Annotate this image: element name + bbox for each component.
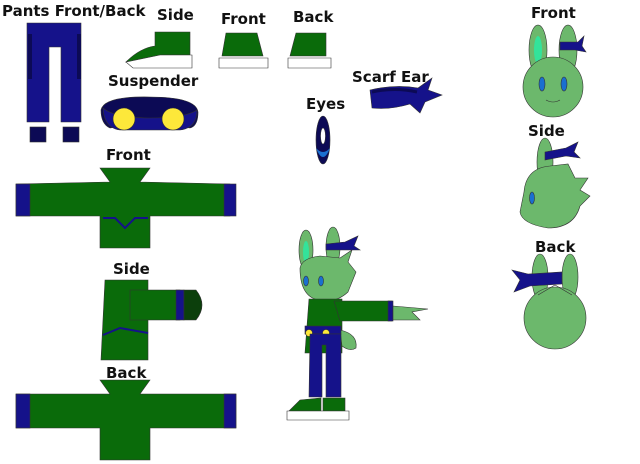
label-head-front: Front bbox=[531, 4, 576, 22]
head-front-drawing bbox=[522, 24, 587, 118]
label-suspender: Suspender bbox=[108, 72, 199, 90]
label-head-back: Back bbox=[535, 238, 576, 256]
head-side-drawing bbox=[519, 137, 591, 229]
jacket-back-drawing bbox=[15, 379, 237, 461]
pants-drawing bbox=[26, 22, 82, 143]
eye-drawing bbox=[315, 115, 331, 165]
label-head-side: Side bbox=[528, 122, 565, 140]
shoe-side-drawing bbox=[125, 31, 193, 69]
head-back-drawing bbox=[511, 253, 587, 350]
shoe-back-drawing bbox=[287, 32, 332, 69]
label-pants: Pants Front/Back bbox=[2, 2, 146, 20]
jacket-front-drawing bbox=[15, 167, 237, 249]
label-jacket-front: Front bbox=[106, 146, 151, 164]
scarf-ear-drawing bbox=[369, 77, 443, 114]
jacket-side-drawing bbox=[100, 279, 203, 361]
shoe-front-drawing bbox=[218, 32, 269, 69]
label-shoe-back: Back bbox=[293, 8, 334, 26]
full-character-drawing bbox=[286, 226, 429, 421]
label-eyes: Eyes bbox=[306, 95, 346, 113]
label-jacket-back: Back bbox=[106, 364, 147, 382]
suspender-drawing bbox=[100, 96, 199, 131]
label-shoe-side: Side bbox=[157, 6, 194, 24]
label-scarf-ear: Scarf Ear bbox=[352, 68, 429, 86]
label-jacket-side: Side bbox=[113, 260, 150, 278]
label-shoe-front: Front bbox=[221, 10, 266, 28]
